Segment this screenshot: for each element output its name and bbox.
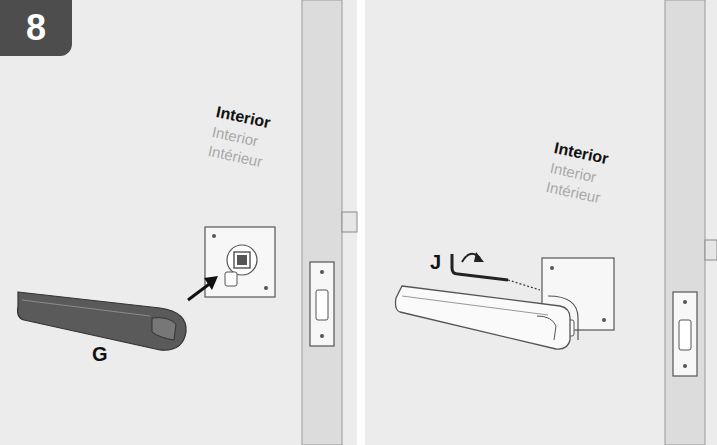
door-edge — [302, 0, 342, 445]
strike-plate — [310, 262, 334, 346]
lever-handle — [396, 286, 571, 349]
strike-plate — [673, 292, 697, 376]
latch-bolt — [342, 212, 357, 232]
latch — [316, 290, 328, 320]
door-edge — [665, 0, 705, 445]
right-panel — [365, 0, 717, 445]
step-number: 8 — [26, 7, 46, 49]
spindle-hub — [227, 245, 257, 275]
lever-handle — [18, 292, 187, 350]
latch-bolt — [705, 240, 717, 260]
part-letter: G — [92, 344, 108, 364]
part-letter: J — [430, 252, 441, 272]
step-badge: 8 — [0, 0, 72, 56]
insert-arrow — [188, 282, 212, 300]
rose — [205, 227, 275, 297]
left-panel — [0, 0, 357, 445]
